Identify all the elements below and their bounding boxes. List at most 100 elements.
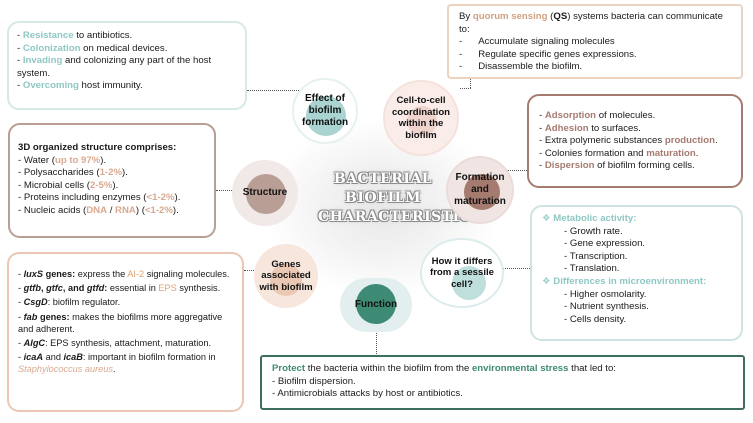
structure-poly-post: ). xyxy=(121,167,128,179)
differs-micro: ❖ Differences in microenvironment: xyxy=(542,276,731,289)
genes-csgd-name: CsgD xyxy=(23,297,48,308)
qs-intro-abbr: QS xyxy=(553,11,568,22)
connector-qs-v xyxy=(470,78,471,88)
structure-heading: 3D organized structure comprises: xyxy=(18,142,177,153)
formation-l2-rest: to surfaces. xyxy=(588,122,641,134)
diamond-icon: ❖ xyxy=(542,275,551,287)
genes-fab-b: makes the biofilms more aggregative and … xyxy=(18,311,223,334)
genes-gtf: - gtfb, gtfc, and gtfd: essential in EPS… xyxy=(18,283,221,294)
connector-function xyxy=(376,328,377,356)
differs-e1-text: Higher osmolarity. xyxy=(569,288,647,300)
circle-function-label: Function xyxy=(354,299,398,310)
genes-icab: icaB xyxy=(63,352,83,363)
formation-l5-hl: Dispersion xyxy=(544,160,595,172)
differs-e2-text: Nutrient synthesis. xyxy=(569,301,649,313)
genes-algc-name: AlgC xyxy=(23,338,46,349)
circle-cell-to-cell: Cell-to-cell coordination within the bio… xyxy=(383,80,459,156)
circle-structure-label: Structure xyxy=(242,187,288,198)
genes-ica-and: and xyxy=(43,352,64,363)
effect-line-3: - Invading and colonizing any part of th… xyxy=(17,55,212,79)
structure-nucleic-end: ). xyxy=(172,204,179,216)
genes-gtf-1: gtfb xyxy=(23,283,41,294)
formation-l3: - Extra polymeric substances production. xyxy=(539,135,731,148)
circle-function: Function xyxy=(340,278,412,332)
effect-l1-hl: Resistance xyxy=(22,30,74,41)
structure-nucleic-post: ) ( xyxy=(135,204,145,216)
circle-effect: Effect of biofilm formation xyxy=(292,78,358,144)
structure-nucleic-hl1: DNA xyxy=(86,204,108,216)
formation-box: - Adsorption of molecules. - Adhesion to… xyxy=(527,94,743,188)
structure-poly-hl: 1-2% xyxy=(99,167,122,179)
effect-line-4: - Overcoming host immunity. xyxy=(17,80,143,92)
circle-structure: Structure xyxy=(232,160,298,226)
differs-m3-text: Transcription. xyxy=(569,250,628,262)
genes-algc: - AlgC: EPS synthesis, attachment, matur… xyxy=(18,338,212,349)
structure-proteins-pre: - Proteins including enzymes ( xyxy=(18,192,147,204)
structure-nucleic-hl3: <1-2% xyxy=(144,204,173,216)
circle-effect-label: Effect of biofilm formation xyxy=(301,93,349,128)
formation-l3-hl: production xyxy=(664,135,715,147)
structure-nucleic-pre: - Nucleic acids ( xyxy=(18,204,87,216)
qs-item-1-text: Accumulate signaling molecules xyxy=(478,36,615,48)
formation-l2-hl: Adhesion xyxy=(544,122,589,134)
structure-proteins-hl: <1-2% xyxy=(146,192,175,204)
structure-nucleic-mid: / xyxy=(107,204,116,216)
structure-microbial-pre: - Microbial cells ( xyxy=(18,179,90,191)
function-box: Protect the bacteria within the biofilm … xyxy=(260,355,745,410)
structure-microbial: - Microbial cells (2-5%). xyxy=(18,180,206,193)
diamond-icon: ❖ xyxy=(542,213,551,224)
formation-l5-rest: of biofilm forming cells. xyxy=(594,160,695,172)
differs-e2: - Nutrient synthesis. xyxy=(564,301,649,313)
effect-box: - Resistance to antibiotics. - Colonizat… xyxy=(7,21,247,110)
genes-staph: Staphylococcus aureus xyxy=(18,364,113,375)
effect-l4-hl: Overcoming xyxy=(22,80,79,92)
differs-metabolic: ❖ Metabolic activity: xyxy=(542,213,731,226)
structure-poly: - Polysaccharides (1-2%). xyxy=(18,167,206,180)
differs-m2: - Gene expression. xyxy=(564,238,646,250)
formation-l4-post: . xyxy=(695,147,699,159)
genes-gtf-sep1: , xyxy=(40,283,47,294)
genes-gtf-c: synthesis. xyxy=(176,283,221,294)
differs-m3: - Transcription. xyxy=(564,250,628,262)
structure-water: - Water (up to 97%). xyxy=(18,155,206,168)
qs-item-2-text: Regulate specific genes expressions. xyxy=(478,48,637,60)
genes-fab: - fab genes: makes the biofilms more agg… xyxy=(18,311,223,334)
effect-l2-hl: Colonization xyxy=(22,42,81,54)
effect-l3-hl: Invading xyxy=(22,55,63,67)
formation-l2: - Adhesion to surfaces. xyxy=(539,122,641,134)
genes-luxs-ai: AI-2 xyxy=(127,269,145,279)
genes-gtf-3: gtfd xyxy=(86,283,105,294)
formation-l4: - Colonies formation and maturation. xyxy=(539,148,731,161)
qs-box: By quorum sensing (QS) systems bacteria … xyxy=(447,4,743,79)
connector-structure xyxy=(216,190,232,191)
qs-intro: By quorum sensing (QS) systems bacteria … xyxy=(459,11,731,36)
differs-m4: - Translation. xyxy=(564,263,620,275)
connector-genes xyxy=(244,270,256,271)
connector-formation xyxy=(507,170,527,171)
connector-qs xyxy=(460,88,471,89)
structure-microbial-post: ). xyxy=(112,179,119,191)
structure-water-pre: - Water ( xyxy=(18,154,55,166)
genes-fab-name: fab xyxy=(23,311,38,322)
genes-gtf-b: essential in xyxy=(107,283,159,294)
differs-m4-text: Translation. xyxy=(569,263,620,275)
genes-csgd-b: : biofilm regulator. xyxy=(47,297,121,308)
structure-nucleic: - Nucleic acids (DNA / RNA) (<1-2%). xyxy=(18,205,206,218)
circle-differs: How it differs from a sessile cell? xyxy=(420,238,504,308)
genes-icaa: icaA xyxy=(23,352,44,363)
differs-micro-label: Differences in microenvironment: xyxy=(553,275,707,287)
formation-l5: - Dispersion of biofilm forming cells. xyxy=(539,160,695,172)
function-item-2: - Antimicrobials attacks by host or anti… xyxy=(272,388,463,400)
differs-e3-text: Cells density. xyxy=(569,313,627,325)
formation-l1-hl: Adsorption xyxy=(544,110,597,121)
center-title-line-1: BACTERIAL xyxy=(333,171,433,187)
formation-l1: - Adsorption of molecules. xyxy=(539,110,656,121)
qs-item-3-text: Disassemble the biofilm. xyxy=(478,61,583,73)
genes-csgd: - CsgD: biofilm regulator. xyxy=(18,297,121,308)
connector-effect xyxy=(247,90,299,91)
center-title: BACTERIAL BIOFILM CHARACTERISTICS xyxy=(318,170,481,227)
effect-l3-rest: and colonizing any part of the host syst… xyxy=(17,55,212,79)
circle-cell-to-cell-label: Cell-to-cell coordination within the bio… xyxy=(391,95,451,141)
differs-m2-text: Gene expression. xyxy=(569,238,646,250)
effect-l2-rest: on medical devices. xyxy=(80,42,168,54)
